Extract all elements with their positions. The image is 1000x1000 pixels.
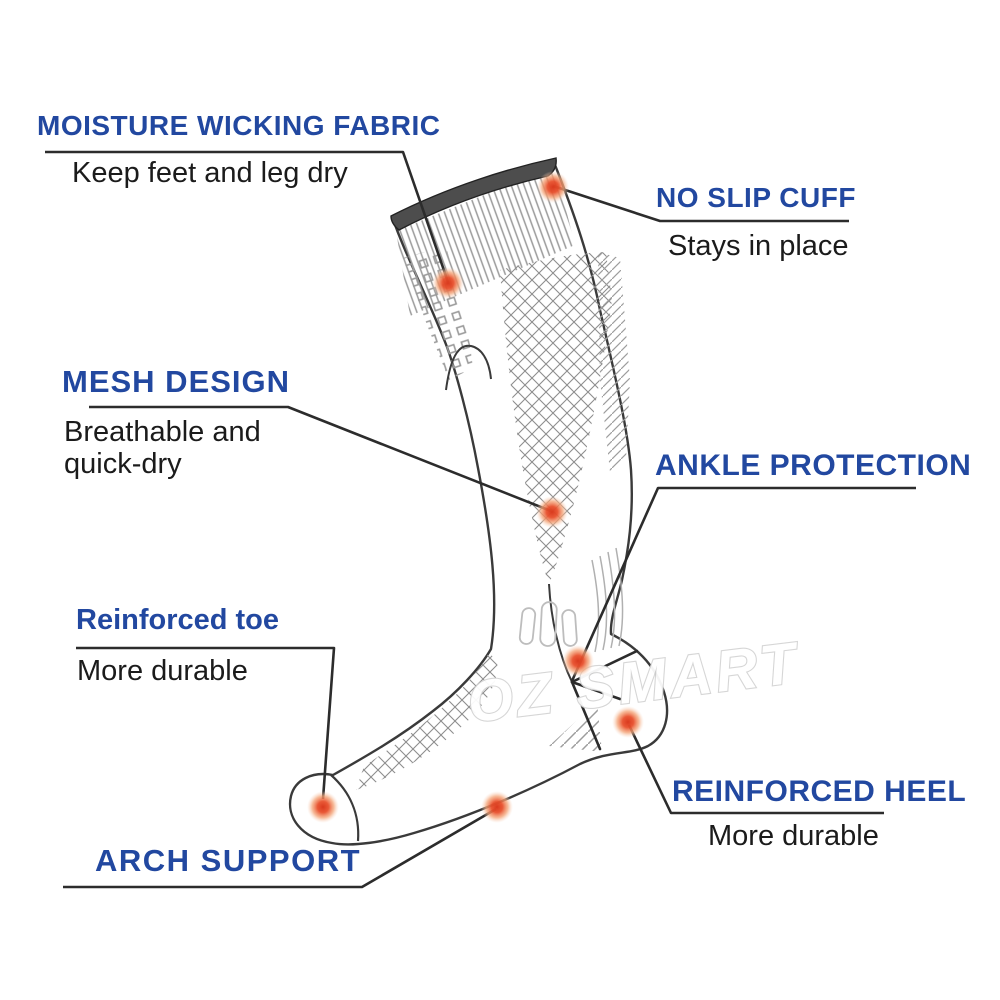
breathability-squiggles [518,601,578,647]
feature-title-no-slip-cuff: NO SLIP CUFF [656,182,856,213]
feature-title-toe: Reinforced toe [76,604,280,636]
feature-desc-heel: More durable [708,820,879,852]
heel-strap-lines [570,649,639,751]
leader-moisture [45,150,450,283]
feature-title-mesh: MESH DESIGN [62,364,291,399]
toe-cap-seam [330,774,360,842]
sock-body [288,157,669,846]
feature-desc-toe: More durable [77,655,248,687]
feature-desc-mesh: Breathable and quick-dry [64,416,261,481]
feature-title-ankle: ANKLE PROTECTION [655,449,972,482]
shin-mesh-texture [500,252,612,584]
side-diagonal-texture [598,252,630,472]
instep-mesh-texture [356,652,498,790]
dot-toe [307,791,339,823]
feature-desc-no-slip-cuff: Stays in place [668,230,849,262]
leader-heel [627,724,884,815]
leader-lines [45,150,916,889]
leader-arch [63,807,497,889]
feature-title-heel: REINFORCED HEEL [672,775,967,808]
dotted-texture [403,246,473,380]
leader-toe [76,646,336,800]
shin-panel-seam [445,344,492,391]
dot-heel [612,706,644,738]
feature-marker-dots [307,171,644,823]
leader-ankle [570,486,916,682]
dot-arch [481,791,513,823]
dot-mesh [536,496,568,528]
feature-title-arch: ARCH SUPPORT [95,843,362,878]
feature-title-moisture: MOISTURE WICKING FABRIC [37,110,441,141]
feature-desc-moisture: Keep feet and leg dry [72,157,348,189]
leader-mesh [89,405,552,513]
heel-hatch-texture [549,702,602,752]
dot-moisture [432,267,464,299]
dot-no-slip-cuff [537,171,569,203]
dot-ankle [562,645,594,677]
leader-no-slip-cuff [552,184,849,223]
